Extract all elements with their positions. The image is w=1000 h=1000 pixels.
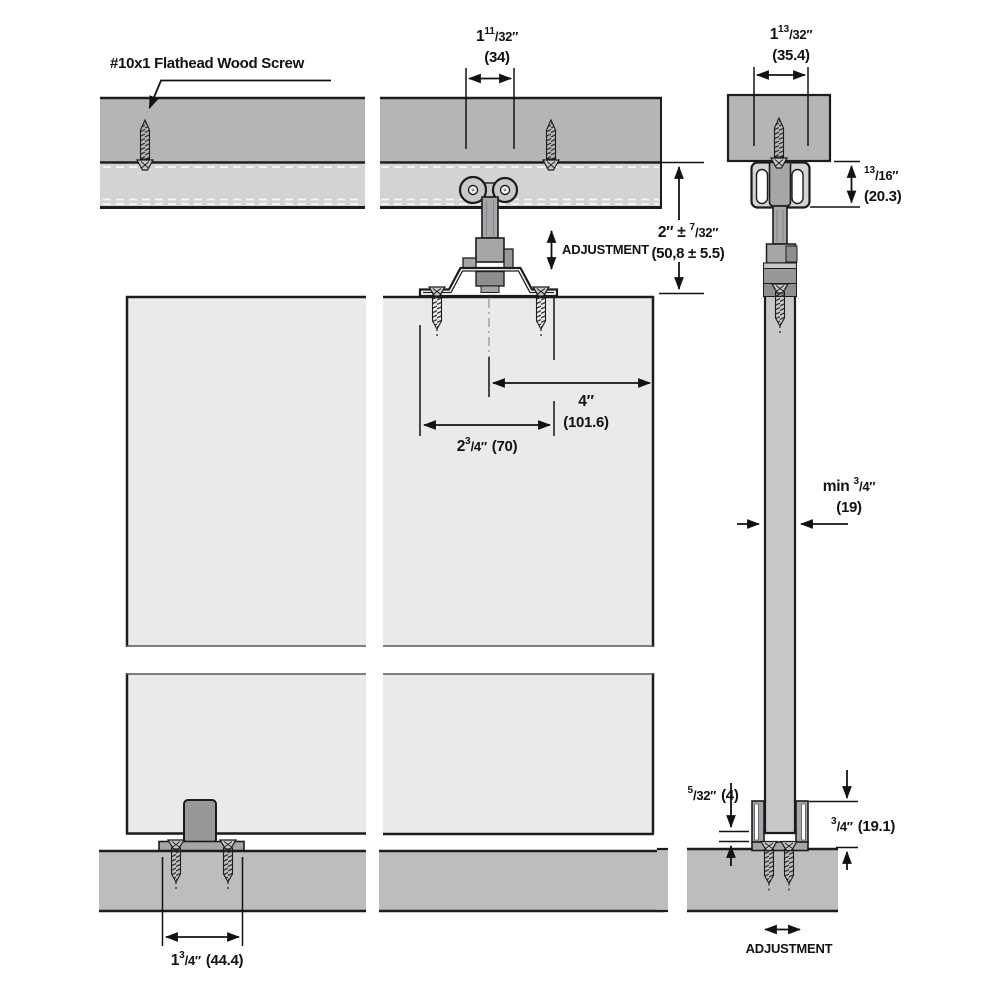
header-board-front-left [100, 96, 365, 164]
floor-guide-front [158, 799, 245, 852]
adjustment-label-top: ADJUSTMENT [562, 242, 649, 257]
dim-label-bracket-to-door-edge: 4″ (101.6) [563, 393, 609, 431]
screw-callout-label: #10x1 Flathead Wood Screw [110, 55, 304, 72]
dim-label-floor-guide-height: 3/4″(19.1) [831, 816, 896, 835]
roller-assembly-front [458, 175, 519, 270]
floor-guide-side [751, 800, 809, 852]
dim-label-min-door-thickness: min 3/4″ (19) [822, 476, 876, 516]
header-board-front-middle [380, 96, 662, 164]
dim-bracket-to-door-edge [488, 357, 652, 397]
dim-hanger-vertical-adjustment [659, 161, 704, 295]
dim-bracket-screw-spacing [419, 298, 555, 436]
floor-side [657, 847, 838, 913]
track-front-middle [380, 163, 662, 209]
dim-floor-guide-screw-spacing [161, 857, 244, 946]
dim-track-height-clearance [810, 160, 860, 208]
dim-label-track-screw-spacing-side: 113/32″ (35.4) [769, 24, 813, 64]
dim-label-floor-guide-screw-spacing: 13/4″(44.4) [170, 950, 244, 969]
dim-track-screw-spacing-side [753, 67, 809, 146]
dim-label-door-floor-gap: 5/32″(4) [687, 785, 739, 804]
dim-label-track-screw-spacing-front: 111/32″ (34) [475, 26, 519, 66]
track-front-left [100, 164, 365, 209]
dim-door-floor-gap [719, 783, 749, 866]
hanger-bolt-side [763, 205, 798, 297]
dim-label-track-height-clearance: 13/16″ (20.3) [864, 165, 902, 205]
mounting-bracket-front [418, 266, 559, 298]
floor-front-middle [379, 849, 664, 913]
dim-floor-guide-height [809, 770, 858, 870]
dim-label-hanger-vertical-adjustment: 2″ ± 7/32″ (50,8 ± 5.5) [651, 222, 725, 262]
door-panel-side [763, 297, 797, 835]
track-profile-side [750, 161, 811, 209]
door-panel-lower-middle [383, 673, 655, 836]
dim-track-screw-spacing-front [465, 68, 515, 149]
door-panel-upper-left [125, 295, 366, 647]
door-panel-lower-left [125, 673, 366, 835]
dim-label-bracket-screw-spacing: 23/4″(70) [456, 436, 518, 455]
door-panel-upper-middle [383, 295, 655, 647]
adjustment-label-bottom: ADJUSTMENT [745, 941, 833, 956]
callout-leader-arrow [148, 79, 331, 109]
